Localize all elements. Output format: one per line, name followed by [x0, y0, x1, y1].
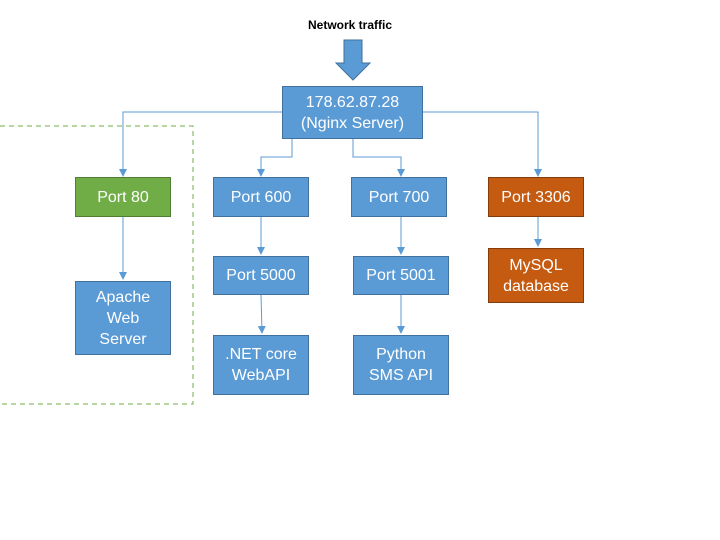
- connector-nginx-port700: [352, 139, 405, 177]
- down-arrow-icon: [334, 39, 372, 81]
- nginx-server-node: 178.62.87.28 (Nginx Server): [282, 86, 423, 139]
- port-80-node: Port 80: [75, 177, 171, 217]
- mysql-database-node: MySQL database: [488, 248, 584, 303]
- port-5001-node: Port 5001: [353, 256, 449, 295]
- connector-nginx-port3306: [423, 111, 542, 177]
- apache-group-boundary: [0, 125, 194, 405]
- connector-nginx-port80: [119, 111, 282, 177]
- port-5000-node: Port 5000: [213, 256, 309, 295]
- connector-port5000-dotnet: [257, 294, 266, 334]
- connector-nginx-port600: [257, 139, 293, 177]
- python-sms-api-node: Python SMS API: [353, 335, 449, 395]
- apache-web-server-node: Apache Web Server: [75, 281, 171, 355]
- port-700-node: Port 700: [351, 177, 447, 217]
- port-600-node: Port 600: [213, 177, 309, 217]
- diagram-title: Network traffic: [307, 18, 393, 32]
- dotnet-core-webapi-node: .NET core WebAPI: [213, 335, 309, 395]
- port-3306-node: Port 3306: [488, 177, 584, 217]
